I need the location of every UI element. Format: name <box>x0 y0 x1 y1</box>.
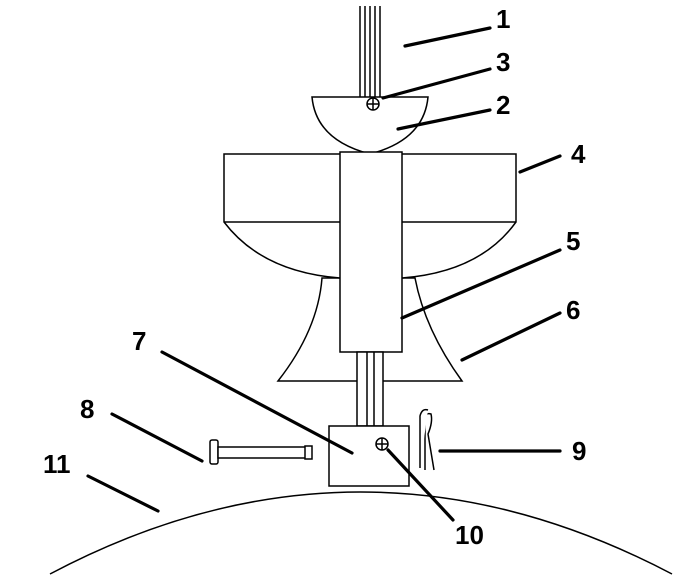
callout-8: 8 <box>80 394 94 424</box>
clevis-pin-part-8 <box>209 439 313 465</box>
dome-part-11 <box>49 491 673 575</box>
downrod-lower <box>356 351 384 427</box>
callout-9: 9 <box>572 436 586 466</box>
leader-lines <box>86 26 562 522</box>
callout-6: 6 <box>566 295 580 325</box>
callout-4: 4 <box>571 139 586 169</box>
set-screw-part-3 <box>366 97 380 111</box>
coupler-part-7 <box>328 425 410 487</box>
coupler-screw-part-10 <box>375 437 389 451</box>
callout-7: 7 <box>132 326 146 356</box>
hairpin-clip-part-9 <box>419 408 435 471</box>
callout-11: 11 <box>43 449 71 479</box>
callout-1: 1 <box>496 4 510 34</box>
callout-10: 10 <box>455 520 484 550</box>
downrod-part-5 <box>339 151 403 353</box>
callout-2: 2 <box>496 90 510 120</box>
callout-3: 3 <box>496 47 510 77</box>
wires-part-1 <box>359 6 381 102</box>
callout-5: 5 <box>566 226 580 256</box>
